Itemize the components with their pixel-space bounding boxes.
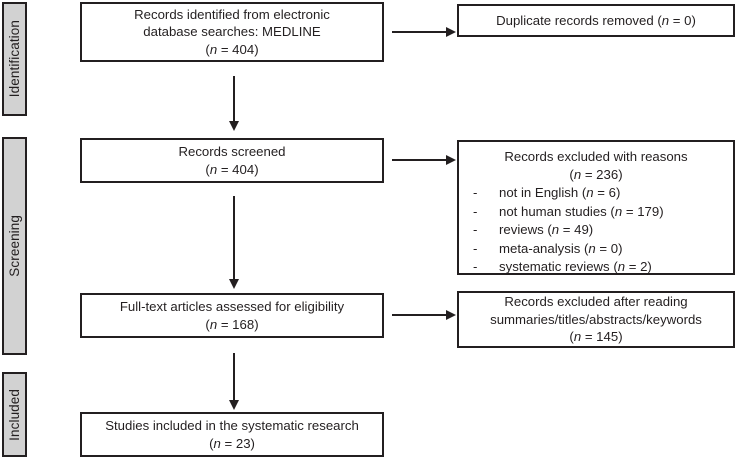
phase-band-screening: Screening [2,137,27,355]
box-fulltext-assessed: Full-text articles assessed for eligibil… [80,293,384,338]
phase-label-screening: Screening [7,215,22,277]
bullet-dash: - [473,203,478,219]
list-item: - meta-analysis (n = 0) [459,240,733,258]
italic-n: n [573,329,582,345]
phase-band-identification: Identification [2,2,27,116]
reason-text: not in English (n = 6) [499,185,621,201]
excluded-reasons-heading: Records excluded with reasons [504,149,688,164]
arrow-screened-to-excluded-reasons [392,159,447,161]
fulltext-count: (n = 168) [205,316,259,332]
excluded-reading-line1: Records excluded after reading [504,294,688,310]
reason-text: systematic reviews (n = 2) [499,259,652,275]
italic-n: n [614,203,623,219]
arrow-fulltext-to-included [233,353,235,401]
bullet-dash: - [473,185,478,201]
fulltext-line1: Full-text articles assessed for eligibil… [119,298,345,314]
list-item: - not human studies (n = 179) [459,203,733,221]
records-identified-count: (n = 404) [205,41,259,57]
box-records-excluded-with-reasons: Records excluded with reasons (n = 236) … [457,140,735,275]
italic-n: n [551,222,560,238]
italic-n: n [209,161,218,177]
arrow-identified-to-screened [233,76,235,122]
italic-n: n [617,259,626,275]
arrow-fulltext-to-excluded-reading [392,314,447,316]
italic-n: n [209,41,218,57]
reason-text: not human studies (n = 179) [499,203,664,219]
arrow-identified-to-duplicates [392,31,447,33]
excluded-reasons-list: - not in English (n = 6) - not human stu… [459,183,733,276]
records-identified-line1: Records identified from electronic [134,6,330,22]
excluded-reading-count: (n = 145) [569,329,623,345]
phase-label-included: Included [7,388,22,441]
records-screened-line1: Records screened [178,143,286,159]
italic-n: n [588,240,596,256]
duplicate-records-text: Duplicate records removed (n = 0) [496,12,696,28]
excluded-reading-line2: summaries/titles/abstracts/keywords [490,311,702,327]
box-duplicate-records-removed: Duplicate records removed (n = 0) [457,4,735,37]
box-records-identified: Records identified from electronic datab… [80,2,384,62]
box-records-screened: Records screened (n = 404) [80,138,384,183]
italic-n: n [209,316,218,332]
excluded-reasons-count: (n = 236) [569,166,623,182]
reason-text: reviews (n = 49) [499,222,594,238]
phase-label-identification: Identification [7,20,22,98]
records-identified-line2: database searches: MEDLINE [143,24,321,40]
italic-n: n [661,12,670,28]
included-line1: Studies included in the systematic resea… [105,417,359,433]
box-records-excluded-after-reading: Records excluded after reading summaries… [457,291,735,348]
phase-band-included: Included [2,372,27,457]
list-item: - not in English (n = 6) [459,184,733,202]
bullet-dash: - [473,240,478,256]
arrow-screened-to-fulltext [233,196,235,280]
bullet-dash: - [473,259,478,275]
italic-n: n [586,185,594,201]
list-item: - reviews (n = 49) [459,221,733,239]
list-item: - systematic reviews (n = 2) [459,258,733,276]
included-count: (n = 23) [209,435,255,451]
italic-n: n [213,435,221,451]
bullet-dash: - [473,222,478,238]
box-studies-included: Studies included in the systematic resea… [80,412,384,457]
reason-text: meta-analysis (n = 0) [499,240,623,256]
records-screened-count: (n = 404) [205,161,259,177]
italic-n: n [573,166,582,182]
